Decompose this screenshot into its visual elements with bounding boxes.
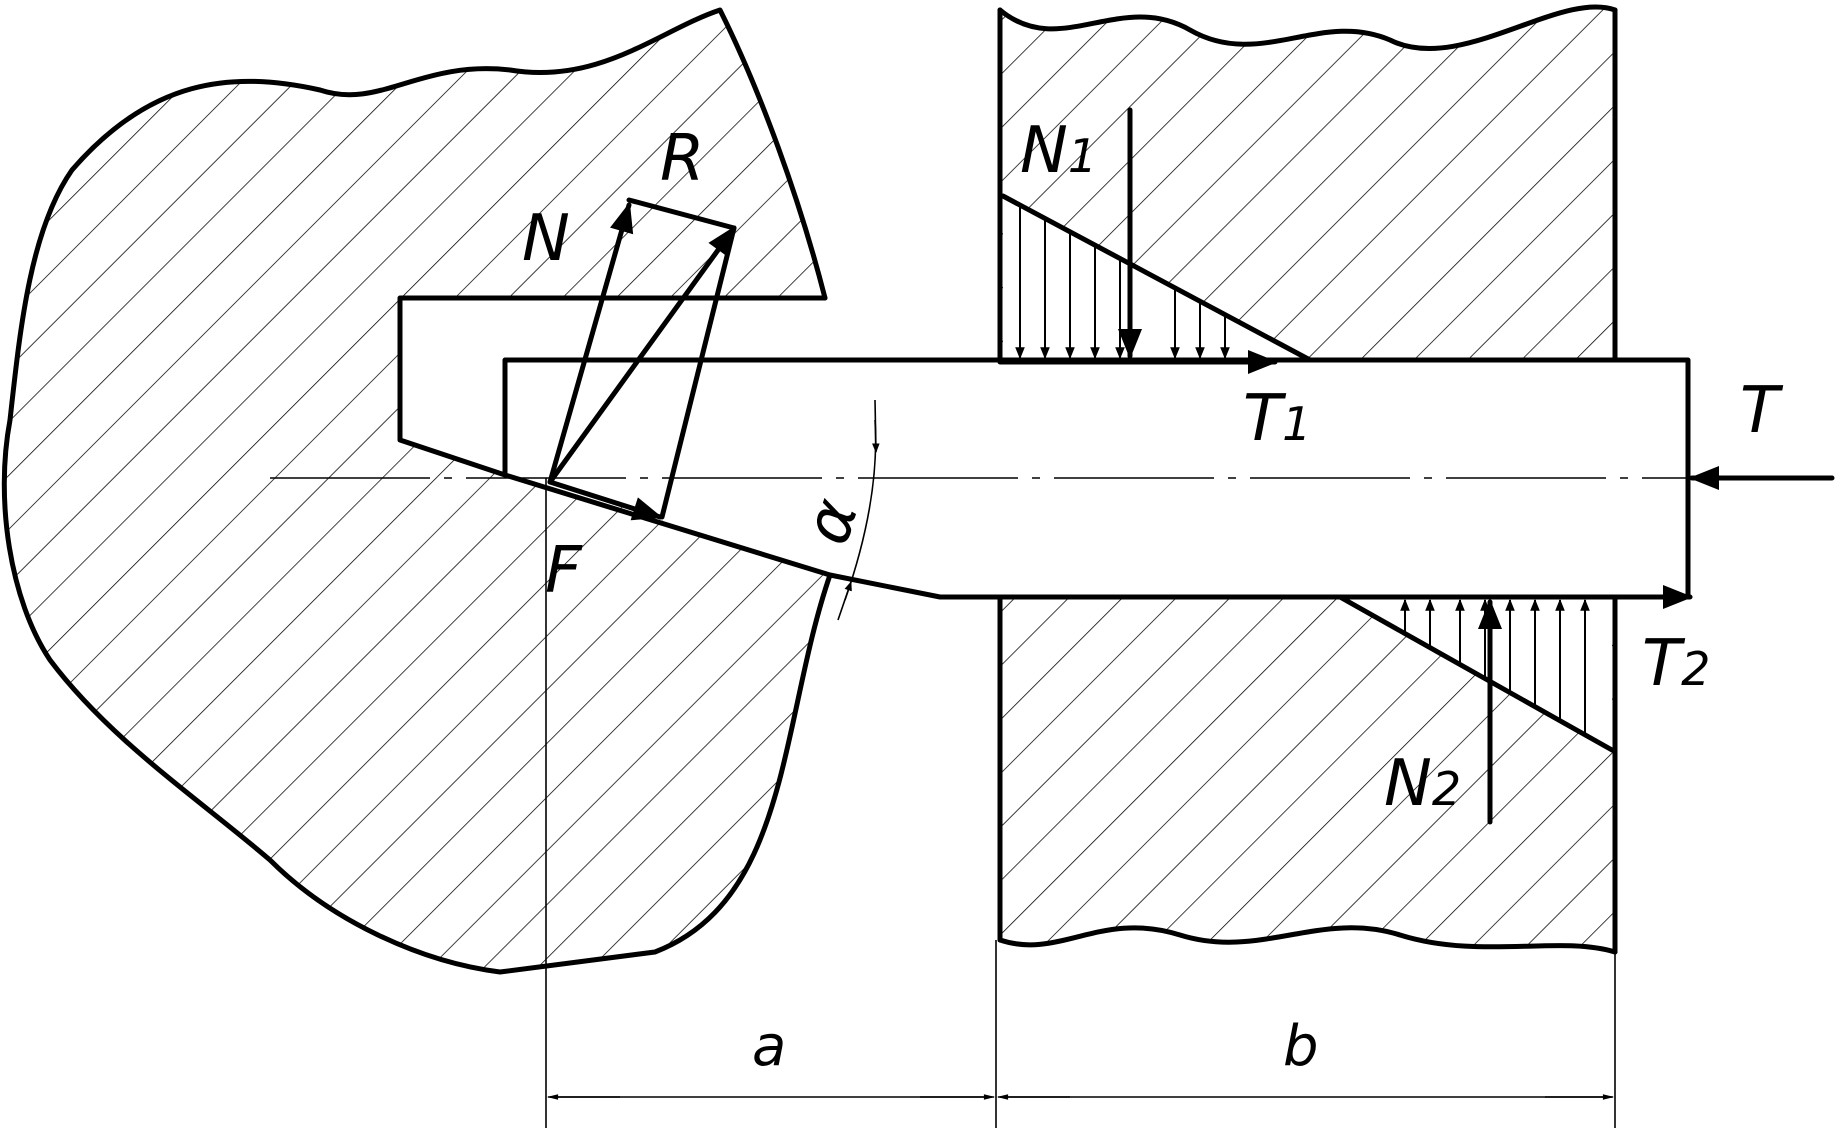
shaft-taper-edge	[502, 472, 833, 578]
bore-outline	[397, 295, 828, 478]
label-T1-main: T	[1243, 382, 1287, 456]
left-body-outline	[1, 7, 833, 975]
label-T1-sub: 1	[1282, 397, 1311, 451]
guide-plate-upper	[1000, 6, 1615, 360]
label-N: N	[522, 202, 570, 276]
force-R-arrow	[547, 225, 737, 485]
label-T2: T2	[1642, 627, 1710, 701]
guide-plate-top-edge	[997, 4, 1618, 52]
distributed-load-lower	[1400, 598, 1590, 735]
force-F-arrow	[547, 479, 663, 521]
left-body-hatch	[4, 10, 831, 972]
label-N2: N2	[1384, 747, 1461, 821]
label-N2-main: N	[1384, 747, 1432, 821]
distributed-load-upper	[1015, 205, 1230, 360]
label-R: R	[660, 122, 704, 196]
label-N1-sub: 1	[1068, 129, 1097, 183]
pressure-line-upper	[1000, 193, 1313, 363]
alpha-arrow-bottom	[837, 581, 852, 621]
shaft	[270, 357, 1691, 600]
angle-alpha	[837, 399, 880, 621]
pressure-line-lower	[1337, 594, 1615, 753]
label-N1-main: N	[1020, 114, 1068, 188]
label-T1: T1	[1243, 382, 1311, 456]
bore-cavity	[400, 298, 825, 475]
force-vectors	[547, 107, 1835, 825]
guide-plate-bottom-edge	[997, 925, 1618, 955]
label-T2-sub: 2	[1681, 642, 1710, 696]
dimension-label-a: a	[752, 1014, 786, 1079]
parallelogram-right	[659, 225, 737, 520]
guide-plate	[997, 4, 1618, 955]
left-body	[1, 7, 833, 975]
alpha-arrow-top	[871, 399, 880, 453]
parallelogram-top	[626, 197, 737, 231]
label-T2-main: T	[1642, 627, 1686, 701]
force-N-arrow	[547, 202, 634, 485]
label-N2-sub: 2	[1432, 762, 1461, 816]
label-F: F	[545, 534, 583, 608]
dimensions	[545, 478, 1616, 1128]
dimension-label-b: b	[1283, 1014, 1319, 1079]
guide-plate-lower	[1000, 597, 1615, 952]
label-N1: N1	[1020, 114, 1097, 188]
label-T: T	[1740, 374, 1784, 448]
